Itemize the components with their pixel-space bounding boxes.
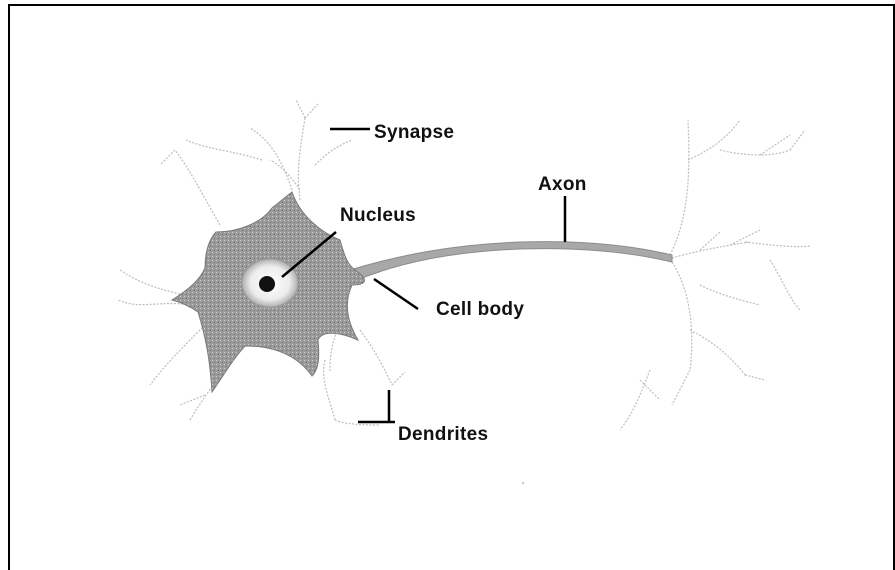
label-axon: Axon <box>538 174 587 195</box>
label-dendrites: Dendrites <box>398 424 488 445</box>
label-synapse: Synapse <box>374 122 454 143</box>
nucleus-shape <box>242 259 298 307</box>
dendrites-leader <box>358 390 395 422</box>
stray-dot <box>522 482 524 484</box>
nucleolus <box>259 276 275 292</box>
label-cell-body: Cell body <box>436 299 524 320</box>
axon-terminal-branches <box>620 120 810 430</box>
axon-shape <box>350 242 672 282</box>
label-nucleus: Nucleus <box>340 205 416 226</box>
cell-body-leader <box>374 279 418 309</box>
